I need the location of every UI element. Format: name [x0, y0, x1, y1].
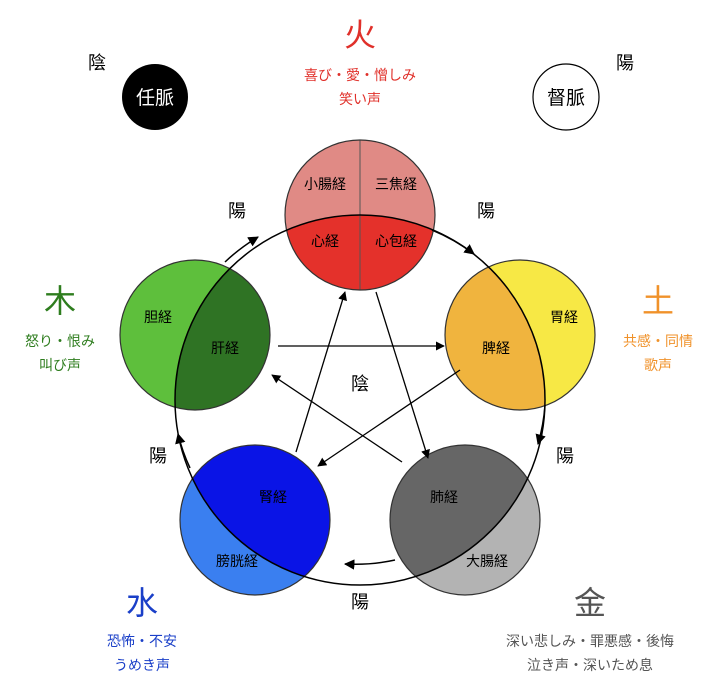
meridian-large-intestine: 大腸経	[466, 554, 508, 570]
element-wood-emotion: 怒り・恨み	[25, 334, 95, 350]
water-circle	[179, 444, 331, 596]
meridian-spleen: 脾経	[482, 341, 510, 357]
meridian-liver: 肝経	[211, 341, 239, 357]
star-arrow-water-fire	[295, 291, 347, 453]
element-metal-voice: 泣き声・深いため息	[527, 657, 653, 674]
meridian-kidney: 腎経	[259, 490, 287, 506]
element-water-emotion: 恐怖・不安	[107, 633, 177, 650]
conception-vessel-label: 任脈	[136, 87, 174, 109]
yang-label-wood-fire: 陽	[228, 201, 246, 222]
element-fire-emotion: 喜び・愛・憎しみ	[304, 67, 416, 84]
yin-label-center: 陰	[351, 374, 369, 395]
star-arrow-earth-water	[317, 369, 461, 467]
element-earth-name: 土	[642, 282, 674, 320]
earth-circle	[444, 259, 596, 411]
generating-cycle	[174, 214, 546, 586]
yang-label-fire-earth: 陽	[477, 201, 495, 222]
element-earth-emotion: 共感・同情	[623, 333, 693, 350]
yin-label-conception: 陰	[88, 53, 106, 74]
meridian-gallbladder: 胆経	[144, 310, 172, 326]
element-fire-name: 火	[344, 16, 376, 54]
meridian-pericardium: 心包経	[375, 234, 417, 250]
yang-label-water-wood: 陽	[149, 446, 167, 467]
controlling-cycle	[271, 291, 461, 467]
metal-circle	[389, 444, 541, 596]
meridian-small-intestine: 小腸経	[304, 177, 346, 193]
element-fire-voice: 笑い声	[339, 92, 381, 108]
meridian-heart: 心経	[311, 234, 339, 250]
star-arrow-metal-wood	[271, 374, 403, 463]
governing-vessel-label: 督脈	[547, 87, 585, 109]
star-arrow-fire-metal	[375, 291, 430, 459]
cycle-arc-wood-fire	[224, 236, 259, 263]
meridian-triple-burner: 三焦経	[375, 177, 417, 193]
element-earth-voice: 歌声	[644, 358, 672, 374]
element-metal-emotion: 深い悲しみ・罪悪感・後悔	[506, 633, 674, 650]
element-water-name: 水	[126, 584, 158, 622]
yang-label-metal-water: 陽	[351, 592, 369, 613]
meridian-stomach: 胃経	[550, 310, 578, 326]
governing-vessel: 督脈	[532, 63, 600, 131]
element-water-voice: うめき声	[114, 658, 170, 674]
cycle-arc-metal-water	[343, 559, 396, 570]
yang-label-governing: 陽	[616, 53, 634, 74]
element-wood-voice: 叫び声	[39, 358, 81, 374]
element-wood-name: 木	[44, 282, 76, 320]
yang-label-earth-metal: 陽	[556, 446, 574, 467]
meridian-lung: 肺経	[430, 490, 458, 506]
conception-vessel: 任脈	[122, 64, 188, 130]
element-metal-name: 金	[574, 584, 606, 622]
meridian-bladder: 膀胱経	[216, 553, 258, 570]
